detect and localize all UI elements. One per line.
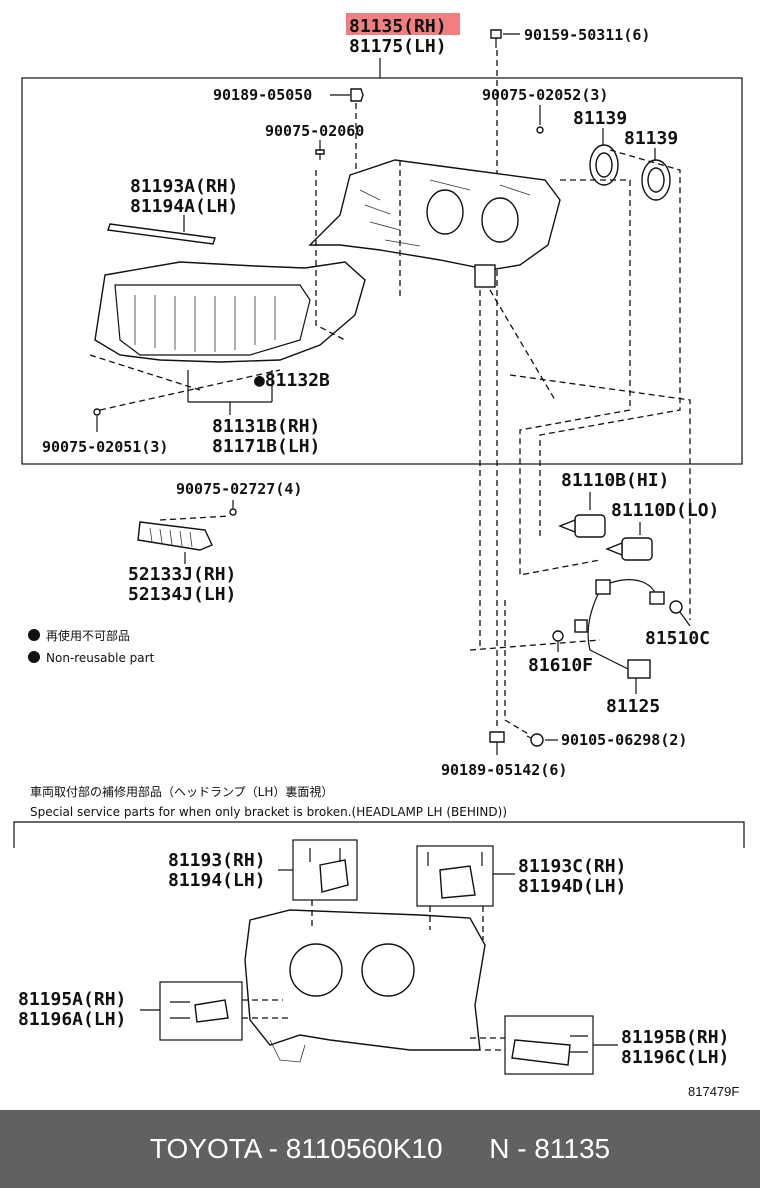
part-81194-label[interactable]: 81194(LH) [168, 870, 266, 891]
part-81193a-label[interactable]: 81193A(RH) [130, 176, 238, 197]
part-90189-05050-label[interactable]: 90189-05050 [213, 86, 312, 104]
part-81110d-label[interactable]: 81110D(LO) [611, 500, 719, 521]
main-part-highlight [346, 13, 460, 35]
part-81196a-label[interactable]: 81196A(LH) [18, 1009, 126, 1030]
part-81193-label[interactable]: 81193(RH) [168, 850, 266, 871]
bulb-hi-icon [558, 514, 606, 538]
section-note-en: Special service parts for when only brac… [30, 805, 507, 819]
main-part-rh-label[interactable]: 81135(RH) [349, 16, 447, 37]
part-81125-label[interactable]: 81125 [606, 696, 660, 717]
screw-90075-02060-icon [315, 149, 325, 155]
screw-90159-icon [490, 29, 502, 48]
part-81110b-label[interactable]: 81110B(HI) [561, 470, 669, 491]
part-81510c-label[interactable]: 81510C [645, 628, 710, 649]
nut-90189-icon [350, 88, 364, 102]
assembly-frame [21, 77, 743, 465]
legend-bullet-jp [28, 629, 40, 641]
bracket-52133j-icon [137, 521, 213, 551]
bracket-81195a-icon [170, 999, 229, 1023]
part-90075-02052-label[interactable]: 90075-02052(3) [482, 86, 608, 104]
part-52133j-label[interactable]: 52133J(RH) [128, 564, 236, 585]
screw-90105-icon [526, 733, 544, 747]
bracket-81195b-icon [511, 1035, 588, 1066]
legend-bullet-en [28, 651, 40, 663]
screw-90075-02727-icon [229, 508, 237, 516]
bolt-90189-05142-icon [489, 731, 505, 755]
headlamp-housing-icon [308, 159, 561, 288]
part-90075-02060-label[interactable]: 90075-02060 [265, 122, 364, 140]
bulb-lo-icon [605, 537, 653, 561]
main-part-lh-label[interactable]: 81175(LH) [349, 36, 447, 57]
bracket-81193-icon [309, 848, 349, 893]
part-81196c-label[interactable]: 81196C(LH) [621, 1047, 729, 1068]
part-90075-02727-label[interactable]: 90075-02727(4) [176, 480, 302, 498]
part-81131b-label[interactable]: 81131B(RH) [212, 416, 320, 437]
legend-text-jp: 再使用不可部品 [46, 628, 130, 643]
part-81194d-label[interactable]: 81194D(LH) [518, 876, 626, 897]
headlamp-rear-view-icon [244, 909, 486, 1063]
part-90105-label[interactable]: 90105-06298(2) [561, 731, 687, 749]
wire-harness-icon [574, 579, 665, 679]
figure-number: 817479F [688, 1084, 739, 1099]
bracket-box-81195a [159, 981, 243, 1041]
bracket-81193c-icon [427, 852, 483, 899]
part-81139-label-a[interactable]: 81139 [573, 108, 627, 129]
part-81139-label-b[interactable]: 81139 [624, 128, 678, 149]
parts-diagram: 81135(RH) 81175(LH) 90159-50311(6) 90189… [13, 13, 745, 1099]
headlamp-lens-icon [94, 261, 366, 363]
screw-90075-02052-icon [536, 126, 544, 134]
part-81132b-label[interactable]: ●81132B [254, 370, 330, 391]
part-81610f-icon [552, 630, 564, 642]
part-81193c-label[interactable]: 81193C(RH) [518, 856, 626, 877]
section-note-jp: 車両取付部の補修用部品（ヘッドランプ（LH）裏面視） [30, 784, 333, 799]
part-81171b-label[interactable]: 81171B(LH) [212, 436, 320, 457]
seal-strip-icon [107, 223, 216, 245]
seal-ring-icon [589, 144, 619, 186]
seal-ring-icon [641, 159, 671, 201]
part-90189-05142-label[interactable]: 90189-05142(6) [441, 761, 567, 779]
legend-text-en: Non-reusable part [46, 651, 155, 665]
screw-90075-02051-icon [93, 408, 101, 416]
part-90159-label[interactable]: 90159-50311(6) [524, 26, 650, 44]
part-81510c-icon [669, 600, 683, 614]
part-90075-02051-label[interactable]: 90075-02051(3) [42, 438, 168, 456]
part-81194a-label[interactable]: 81194A(LH) [130, 196, 238, 217]
part-81610f-label[interactable]: 81610F [528, 655, 593, 676]
bracket-box-81193 [292, 839, 358, 901]
part-81195b-label[interactable]: 81195B(RH) [621, 1027, 729, 1048]
footer-bar: TOYOTA - 8110560K10 N - 81135 [0, 1110, 760, 1188]
footer-text: TOYOTA - 8110560K10 N - 81135 [149, 1133, 611, 1164]
part-81195a-label[interactable]: 81195A(RH) [18, 989, 126, 1010]
part-52134j-label[interactable]: 52134J(LH) [128, 584, 236, 605]
bracket-box-81193c [416, 845, 494, 907]
